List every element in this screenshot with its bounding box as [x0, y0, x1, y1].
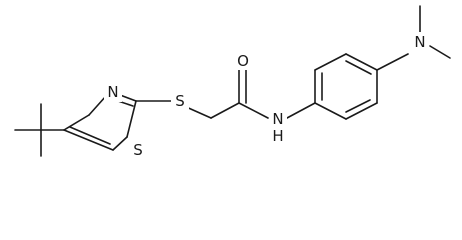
bond [63, 114, 90, 131]
bond [314, 102, 347, 120]
atom-o-carbonyl: O [234, 50, 252, 70]
atom-label: N [414, 33, 425, 51]
atom-s-thioether: S [171, 91, 189, 111]
bond [63, 129, 114, 151]
bond [314, 53, 347, 71]
atom-label: S [133, 141, 143, 159]
bond [286, 102, 316, 119]
atom-nh-amide: N H [269, 110, 287, 146]
atom-s-thiazole: S [129, 140, 147, 160]
bond [112, 136, 128, 151]
bond [345, 53, 378, 71]
bond [429, 45, 451, 59]
bond [345, 102, 378, 120]
atom-labels: N O N H S N S [104, 32, 429, 160]
atom-label: O [237, 52, 249, 70]
bond [88, 95, 107, 116]
bond [376, 53, 409, 71]
bond [126, 100, 137, 138]
atom-n-dimethyl: N [411, 32, 429, 52]
bond [345, 99, 371, 113]
bond [238, 102, 269, 119]
bond [69, 126, 111, 145]
bond [345, 60, 372, 75]
atom-label: S [175, 92, 185, 110]
molecule-structure: N O N H S N S [14, 5, 451, 160]
bond [210, 102, 240, 119]
bond [119, 94, 137, 102]
atom-n-thiazole: N [104, 82, 122, 102]
atom-label: N [272, 110, 283, 128]
atom-label: H [272, 127, 283, 145]
atom-label: N [107, 83, 118, 101]
bonds [14, 5, 451, 157]
structure-canvas: N O N H S N S [14, 5, 451, 160]
